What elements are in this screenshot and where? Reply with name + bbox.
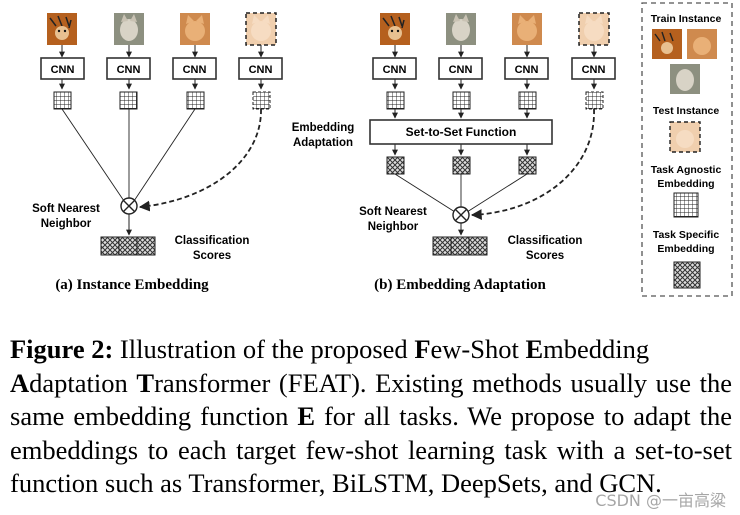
caption-text: for all tasks. We propose to adapt the e…: [10, 401, 732, 498]
caption-label: Figure 2:: [10, 334, 114, 364]
cnn-box-a4: CNN: [238, 57, 283, 80]
test-embedding: [585, 91, 604, 110]
subcaption-a: (a) Instance Embedding: [55, 277, 209, 293]
agnostic-embedding: [186, 91, 205, 110]
cnn-box-a1: CNN: [40, 57, 85, 80]
legend-test-label: Test Instance: [653, 105, 719, 117]
set-to-set-label: Set-to-Set Function: [406, 125, 517, 139]
soft-nn-label: Neighbor: [368, 221, 419, 233]
legend-train-label: Train Instance: [651, 13, 722, 25]
cat-image: [180, 13, 210, 45]
score-cells: [100, 236, 156, 256]
cnn-label: CNN: [51, 64, 75, 76]
specific-embedding: [386, 156, 405, 175]
tiger-image: [47, 13, 77, 45]
caption-bold-letter: F: [414, 334, 431, 364]
legend-test-image: [669, 121, 701, 153]
caption-bold-letter: A: [10, 367, 30, 398]
caption-text: daptation: [29, 367, 137, 398]
cnn-label: CNN: [183, 64, 207, 76]
cnn-box-b1: CNN: [372, 57, 417, 80]
test-embedding: [252, 91, 271, 110]
figure-caption: Figure 2: Illustration of the proposed F…: [10, 333, 732, 501]
adaptation-label: Adaptation: [293, 137, 353, 149]
score-cells: [432, 236, 488, 256]
scores-label: Scores: [193, 250, 231, 262]
cnn-box-b4: CNN: [571, 57, 616, 80]
cnn-label: CNN: [582, 64, 606, 76]
connectors-b: [392, 45, 597, 156]
legend-specific-swatch: [673, 261, 701, 289]
cnn-label: CNN: [449, 64, 473, 76]
scores-label: Scores: [526, 250, 564, 262]
cnn-box-a2: CNN: [106, 57, 151, 80]
caption-text: ransformer (: [154, 367, 288, 398]
legend-panel: Train Instance Test Instance Task Agnost…: [641, 2, 733, 297]
cnn-label: CNN: [515, 64, 539, 76]
test-cat-image: [245, 12, 277, 46]
connectors-a: [59, 45, 264, 90]
caption-bold-letter: T: [136, 367, 155, 398]
cnn-label: CNN: [383, 64, 407, 76]
subcaption-b: (b) Embedding Adaptation: [374, 277, 546, 293]
cnn-box-a3: CNN: [172, 57, 217, 80]
caption-text: Illustration of the proposed: [113, 334, 415, 364]
legend-agnostic-label: Task Agnostic: [651, 164, 722, 176]
legend-agnostic-label: Embedding: [657, 178, 714, 190]
legend-specific-label: Embedding: [657, 243, 714, 255]
panel-a: CNN CNN CNN CNN Soft Nearest Neighbor: [32, 12, 283, 293]
caption-text: mbedding: [543, 334, 650, 364]
panel-b: CNN CNN CNN CNN Set-to-Set Function Embe…: [292, 12, 616, 293]
specific-embedding: [452, 156, 471, 175]
cnn-label: CNN: [117, 64, 141, 76]
cnn-box-b3: CNN: [504, 57, 549, 80]
set-to-set-box: Set-to-Set Function: [369, 119, 553, 145]
watermark: CSDN @一亩高粱: [595, 491, 726, 510]
legend-train-images: [652, 29, 717, 94]
caption-feat: FEAT: [287, 367, 352, 398]
cnn-label: CNN: [249, 64, 273, 76]
soft-nn-operator: [120, 197, 138, 215]
test-cat-image: [578, 12, 610, 46]
agnostic-embedding: [452, 91, 471, 110]
agnostic-embedding: [119, 91, 138, 110]
soft-nn-label: Soft Nearest: [32, 203, 100, 215]
scores-label: Classification: [508, 235, 583, 247]
tiger-image: [380, 13, 410, 45]
specific-embedding: [518, 156, 537, 175]
legend-specific-label: Task Specific: [653, 229, 719, 241]
caption-text: ew-Shot: [430, 334, 526, 364]
agnostic-embedding: [53, 91, 72, 110]
adaptation-label: Embedding: [292, 122, 355, 134]
scores-label: Classification: [175, 235, 250, 247]
cat-image: [512, 13, 542, 45]
soft-nn-label: Neighbor: [41, 218, 92, 230]
wolf-image: [114, 13, 144, 45]
legend-agnostic-swatch: [673, 192, 699, 218]
caption-bold-letter: E: [297, 401, 316, 431]
agnostic-embedding: [386, 91, 405, 110]
wolf-image: [446, 13, 476, 45]
caption-bold-letter: E: [525, 334, 544, 364]
cnn-box-b2: CNN: [438, 57, 483, 80]
agnostic-embedding: [518, 91, 537, 110]
soft-nn-operator: [452, 206, 470, 224]
soft-nn-label: Soft Nearest: [359, 206, 427, 218]
caption-text: ). Existing methods usually use the same…: [10, 367, 732, 432]
